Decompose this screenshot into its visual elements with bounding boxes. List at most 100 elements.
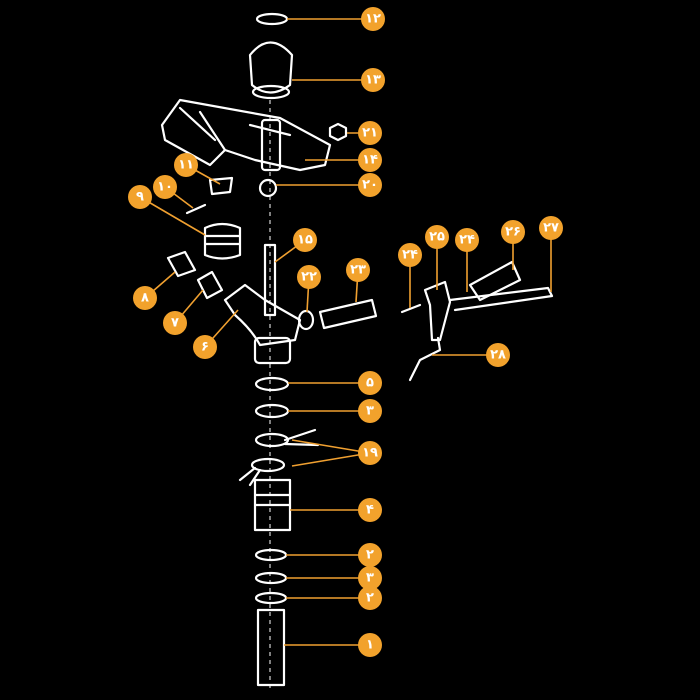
rod-27 [448,286,554,312]
callout-p5: ۵ [288,371,382,395]
callout-badge [398,243,422,267]
sprinkler-parts [160,12,554,690]
callout-badge [346,258,370,282]
ring-3b [254,571,288,585]
callout-p22: ۲۲ [297,265,321,313]
arm-body [160,98,332,172]
callout-badge [297,265,321,289]
spring-9 [203,222,242,260]
callout-number: ۹ [136,190,144,205]
callout-number: ۲۰ [362,178,378,193]
callout-number: ۱۱ [178,158,194,173]
callout-number: ۲۱ [362,126,378,141]
ring-2 [254,548,288,562]
clip-19a-arms [283,428,320,447]
callout-p11: ۱۱ [174,153,221,185]
callout-number: ۲۴ [402,248,418,263]
clip-19b [250,457,286,473]
callout-p27: ۲۷ [539,216,563,292]
callout-badge [193,335,217,359]
callout-badge [539,216,563,240]
callout-badge [358,173,382,197]
screw-20 [258,178,278,198]
callout-number: ۲۳ [350,263,366,278]
callout-p7: ۷ [163,289,204,335]
callout-number: ۱ [366,638,374,653]
washer-22 [297,309,315,331]
callout-badge [501,220,525,244]
callout-p3: ۳ [288,399,382,423]
callout-p6: ۶ [193,309,239,359]
clip-19b-arms [238,466,262,487]
sleeve-23 [318,298,378,330]
leader-line [139,196,206,236]
callout-p24b: ۲۴ [455,228,479,292]
arm-hub [260,118,282,172]
callout-p25: ۲۵ [425,225,449,290]
callout-p1: ۱ [284,633,382,657]
callout-badge [358,586,382,610]
callout-number: ۲ [366,548,374,563]
body-6 [223,283,302,347]
pin-24 [400,303,422,314]
nut-21 [328,122,348,142]
ring-2b [254,591,288,605]
callout-number: ۸ [141,291,149,306]
callout-badge [486,343,510,367]
callout-number: ۱۳ [365,73,381,88]
callout-p2b: ۲ [286,586,382,610]
callout-badge [358,399,382,423]
callout-number: ۳ [366,404,374,419]
callout-p10: ۱۰ [153,175,194,209]
callout-number: ۱۲ [365,12,381,27]
callout-badge [358,148,382,172]
callout-p28: ۲۸ [432,343,510,367]
leader-line [291,439,371,454]
callout-p19: ۱۹ [291,439,382,467]
callout-badge [361,68,385,92]
callout-p21: ۲۱ [347,121,382,145]
arm-details [178,106,292,152]
callout-p12: ۱۲ [287,7,385,31]
callout-badge [358,566,382,590]
pin-10 [185,203,207,215]
callout-number: ۲۶ [505,225,521,240]
callout-badge [153,175,177,199]
callout-p4: ۴ [290,498,382,522]
clip-19a [254,432,290,448]
callout-badge [361,7,385,31]
callout-p13: ۱۳ [292,68,385,92]
callout-p14: ۱۴ [305,148,382,172]
callout-badge [358,498,382,522]
callout-number: ۲ [366,591,374,606]
callout-number: ۲۲ [301,270,317,285]
callout-badge [133,286,157,310]
callout-number: ۲۸ [490,348,506,363]
callout-number: ۴ [366,503,374,518]
ring-3 [254,403,290,419]
lever-25 [423,280,452,342]
bushing-4 [253,478,292,532]
weight-26 [468,260,522,302]
callout-p23: ۲۳ [346,258,370,303]
callout-number: ۲۴ [459,233,475,248]
callout-p26: ۲۶ [501,220,525,270]
clip-11 [208,176,234,196]
callout-number: ۷ [171,316,179,331]
plug-8 [166,250,197,278]
callout-number: ۱۵ [297,233,313,248]
riser-1 [256,608,286,687]
callout-number: ۲۷ [543,221,559,236]
callout-badge [163,311,187,335]
nozzle-cap-13 [248,41,294,94]
callout-badge [358,121,382,145]
callout-p20: ۲۰ [276,173,382,197]
leader-line [291,452,371,467]
callout-number: ۱۹ [362,446,378,461]
ring-5 [254,376,290,392]
callout-badge [293,228,317,252]
callout-number: ۶ [201,340,209,355]
